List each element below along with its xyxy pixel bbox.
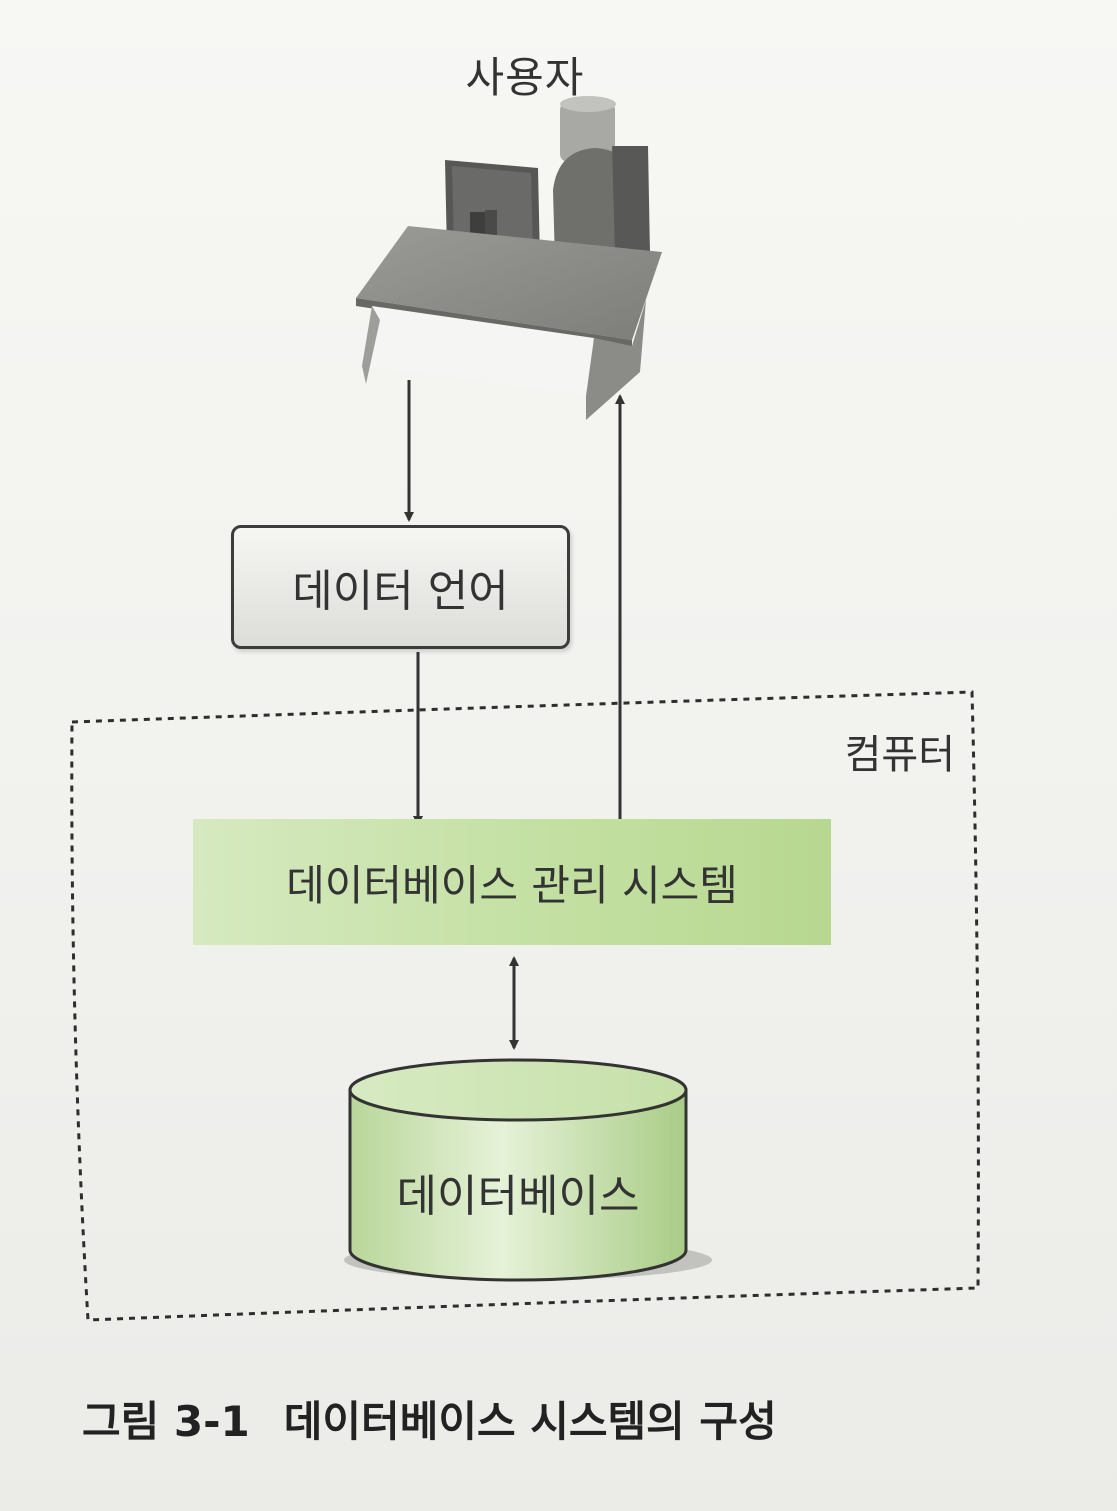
figure-caption: 그림 3-1 데이터베이스 시스템의 구성	[82, 1388, 982, 1449]
computer-label: 컴퓨터	[844, 732, 955, 778]
dbms-label: 데이터베이스 관리 시스템	[286, 860, 738, 910]
caption-number: 그림 3-1	[82, 1397, 250, 1446]
caption-title: 데이터베이스 시스템의 구성	[283, 1397, 777, 1446]
database-label: 데이터베이스	[396, 1171, 640, 1222]
computer-boundary	[70, 690, 980, 1322]
data-language-label: 데이터 언어	[292, 566, 509, 617]
data-language-box: 데이터 언어	[231, 525, 570, 649]
desk-with-computer-icon	[356, 96, 662, 420]
database-cylinder	[344, 1058, 712, 1282]
dbms-box: 데이터베이스 관리 시스템	[193, 819, 831, 945]
user-label: 사용자	[465, 53, 585, 102]
